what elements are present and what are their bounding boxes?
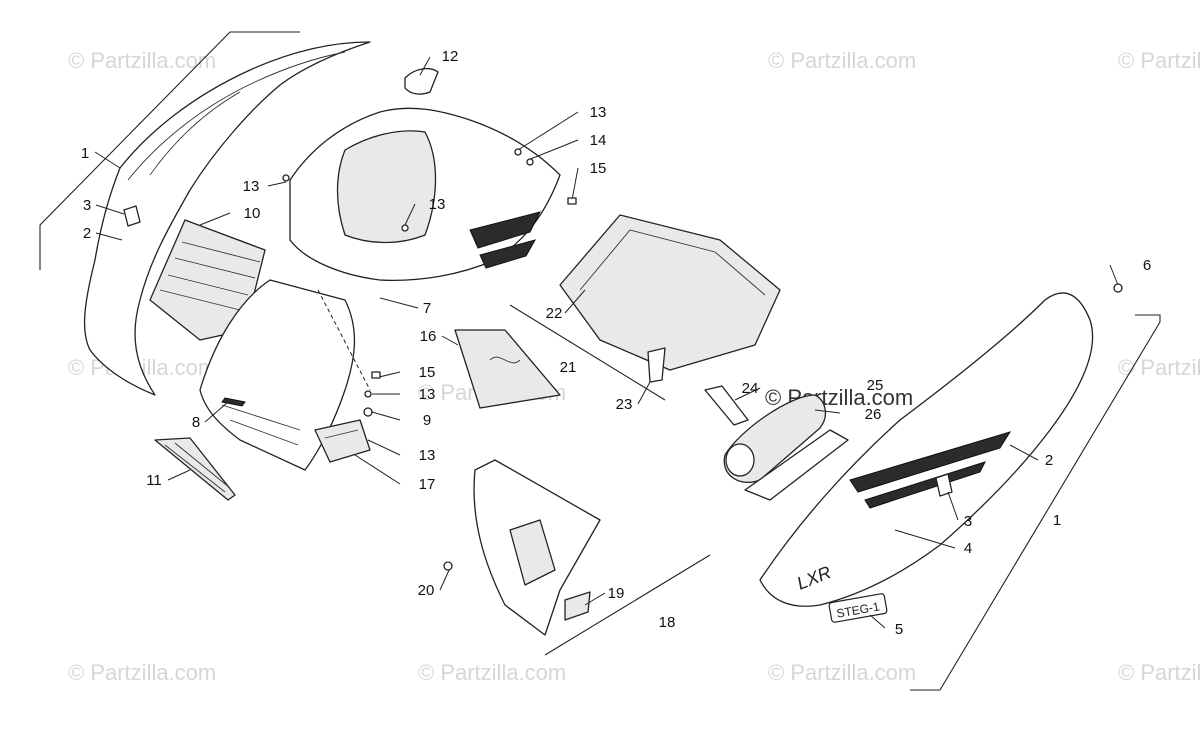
watermark-bottom-center: © Partzilla.com bbox=[418, 660, 566, 685]
callout-16: 16 bbox=[420, 328, 437, 345]
nose-pan bbox=[199, 279, 356, 471]
watermark-top-middle: © Partzilla.com bbox=[768, 48, 916, 73]
callouts: 1 3 2 10 12 13 13 13 14 15 7 16 15 13 9 … bbox=[81, 48, 1151, 638]
callout-24: 24 bbox=[742, 380, 759, 397]
badge-decal-frame bbox=[828, 593, 888, 623]
callout-25: 25 bbox=[867, 377, 884, 394]
callout-3-left: 3 bbox=[83, 197, 91, 214]
callout-6: 6 bbox=[1143, 257, 1151, 274]
callout-26: 26 bbox=[865, 406, 882, 423]
group-brackets bbox=[39, 31, 1161, 691]
callout-19: 19 bbox=[608, 585, 625, 602]
callout-20: 20 bbox=[418, 582, 435, 599]
hood bbox=[289, 67, 561, 281]
watermark-mid-right: © Partzilla.com bbox=[1118, 355, 1200, 380]
tool-bag bbox=[704, 385, 849, 501]
callout-14: 14 bbox=[590, 132, 607, 149]
callout-10: 10 bbox=[244, 205, 261, 222]
watermark-bottom-right: © Partzilla.com bbox=[1118, 660, 1200, 685]
callout-3-right: 3 bbox=[964, 513, 972, 530]
callout-15-a: 15 bbox=[590, 160, 607, 177]
callout-1-right: 1 bbox=[1053, 512, 1061, 529]
callout-13-a: 13 bbox=[243, 178, 260, 195]
callout-13-b: 13 bbox=[429, 196, 446, 213]
mount-bracket bbox=[314, 419, 371, 463]
air-duct bbox=[149, 219, 266, 341]
callout-5: 5 bbox=[895, 621, 903, 638]
callout-2-right: 2 bbox=[1045, 452, 1053, 469]
callout-13-d: 13 bbox=[419, 386, 436, 403]
callout-1-left: 1 bbox=[81, 145, 89, 162]
callout-23: 23 bbox=[616, 396, 633, 413]
front-bumper bbox=[473, 459, 601, 636]
callout-7: 7 bbox=[423, 300, 431, 317]
shield-sheet bbox=[454, 329, 561, 409]
callout-17: 17 bbox=[419, 476, 436, 493]
callout-18: 18 bbox=[659, 614, 676, 631]
callout-8: 8 bbox=[192, 414, 200, 431]
watermark-bottom-middle: © Partzilla.com bbox=[768, 660, 916, 685]
storage-box bbox=[559, 214, 781, 383]
watermark-bottom-left: © Partzilla.com bbox=[68, 660, 216, 685]
callout-13-c: 13 bbox=[590, 104, 607, 121]
leader-lines bbox=[94, 56, 1119, 629]
left-side-panel bbox=[83, 41, 371, 396]
callout-11: 11 bbox=[146, 472, 162, 489]
fasteners bbox=[282, 148, 1123, 571]
callout-9: 9 bbox=[423, 412, 431, 429]
callout-15-b: 15 bbox=[419, 364, 436, 381]
callout-13-e: 13 bbox=[419, 447, 436, 464]
callout-4: 4 bbox=[964, 540, 972, 557]
callout-21: 21 bbox=[560, 359, 577, 376]
watermark-top-right: © Partzilla.com bbox=[1118, 48, 1200, 73]
callout-2-left: 2 bbox=[83, 225, 91, 242]
grille bbox=[154, 437, 236, 501]
callout-12: 12 bbox=[442, 48, 459, 65]
watermark-top-left: © Partzilla.com bbox=[68, 48, 216, 73]
callout-22: 22 bbox=[546, 305, 563, 322]
right-side-panel: LXR STEG-1 bbox=[759, 292, 1094, 623]
